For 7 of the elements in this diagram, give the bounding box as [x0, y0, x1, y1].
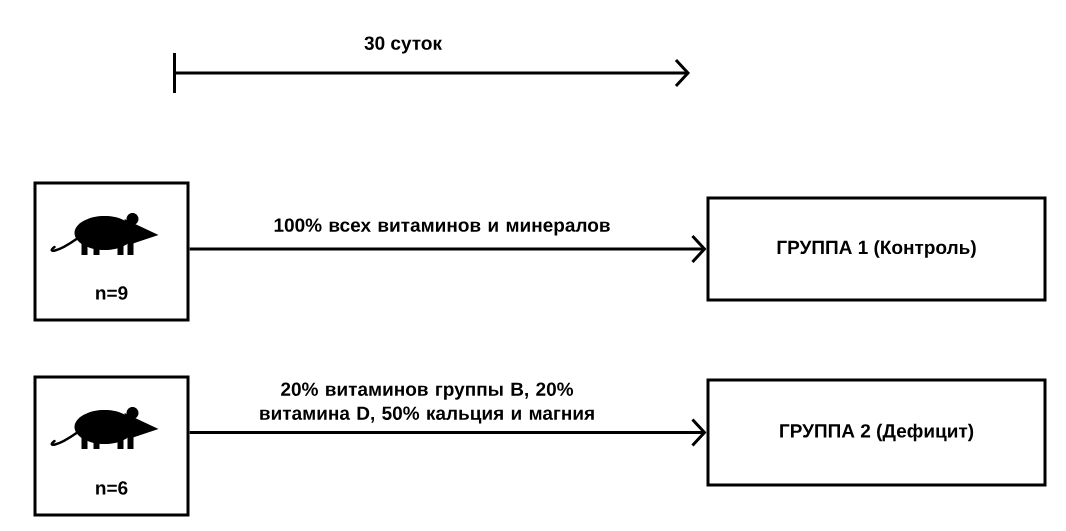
group-box: ГРУППА 2 (Дефицит) [706, 378, 1047, 487]
edge-label: 100% всех витаминов и минералов [274, 218, 610, 236]
group-box: ГРУППА 1 (Контроль) [706, 196, 1047, 302]
subject-box: n=9 [33, 181, 190, 322]
duration-label: 30 суток [364, 36, 442, 54]
subject-box: n=6 [33, 375, 190, 517]
edge-label: 20% витаминов группы B, 20% витамина D, 50% кальция и магния [260, 382, 594, 424]
